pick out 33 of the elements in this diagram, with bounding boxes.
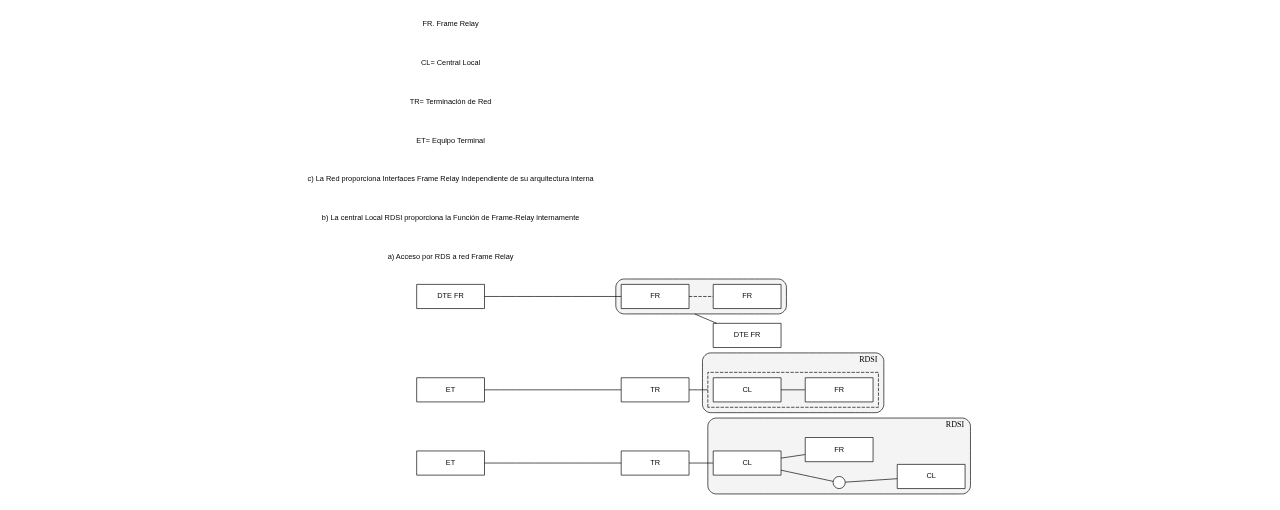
label: TR= Terminación de Red (409, 96, 492, 106)
node-box: TR (620, 450, 690, 475)
node-circle (832, 475, 846, 489)
node-box: FR (712, 283, 782, 309)
node-box: CL (712, 450, 782, 475)
label: FR. Frame Relay (422, 18, 479, 28)
node-box: CL (896, 463, 966, 489)
node-box: FR (804, 436, 874, 462)
label: ET= Equipo Terminal (416, 135, 485, 145)
node-box: CL (712, 376, 782, 402)
label: c) La Red proporciona Interfaces Frame Relay Independiente de su arquitectura interna (307, 173, 594, 183)
connector (484, 389, 622, 390)
cluster (707, 371, 879, 408)
label: a) Acceso por RDS a red Frame Relay (387, 251, 514, 261)
node-box: DTE FR (416, 283, 485, 309)
node-box: ET (416, 376, 485, 402)
cluster (615, 278, 787, 314)
node-box: DTE FR (712, 322, 782, 348)
connector (484, 295, 622, 297)
node-box: FR (620, 283, 690, 309)
connector (844, 477, 898, 482)
connector (688, 295, 714, 297)
label: CL= Central Local (420, 57, 481, 67)
connector (484, 462, 622, 463)
node-box: FR (804, 376, 874, 402)
connector (780, 469, 834, 482)
connector (694, 313, 717, 324)
connector (688, 389, 709, 390)
node-box: TR (620, 376, 690, 402)
connector (780, 453, 806, 458)
connector (780, 389, 806, 390)
node-box: ET (416, 450, 485, 475)
label: b) La central Local RDSI proporciona la Función de Frame-Relay internamente (321, 212, 580, 222)
